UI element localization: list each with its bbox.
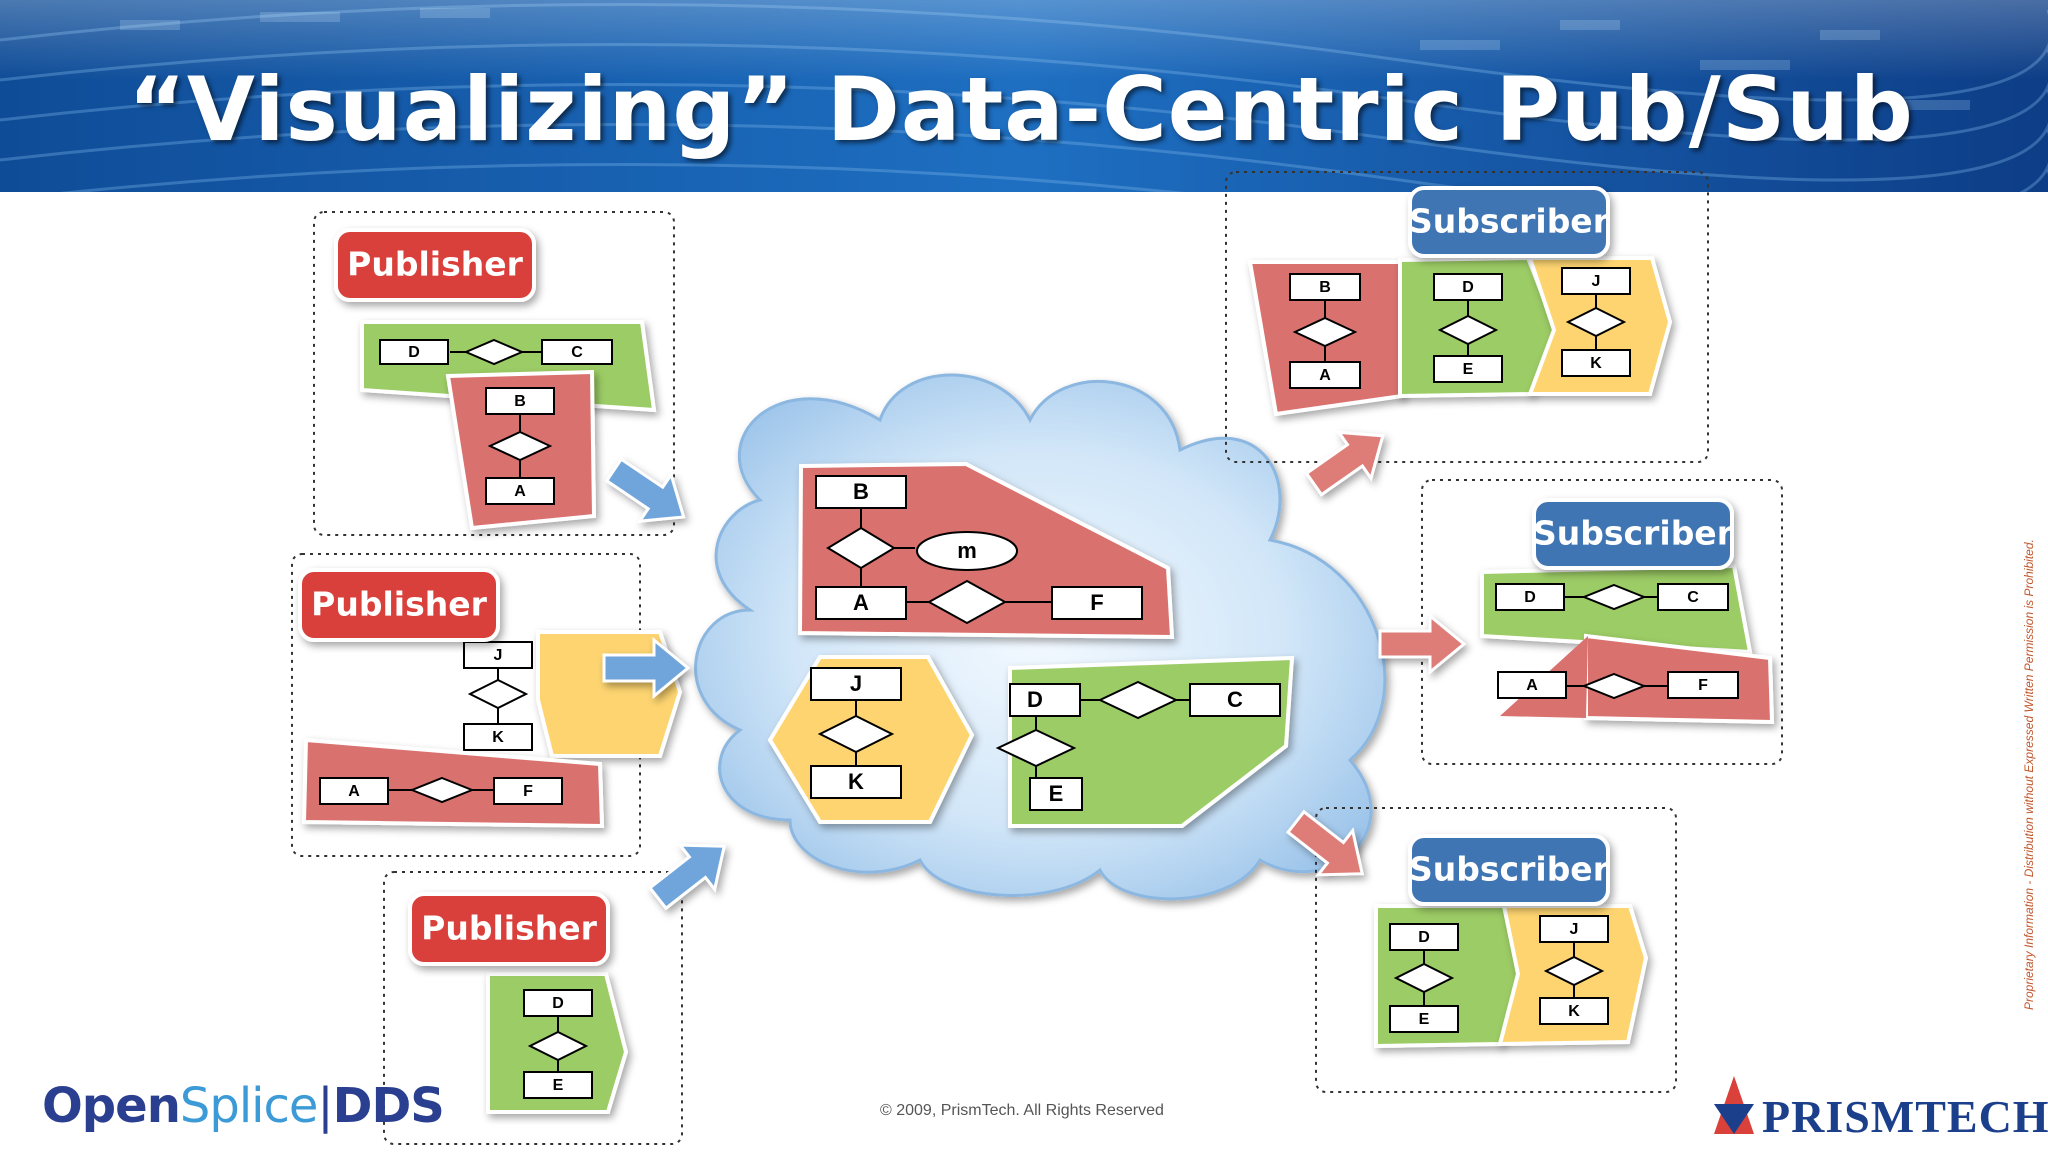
opensplice-dds-logo: OpenSplice|DDS <box>42 1078 445 1134</box>
logo-dds: DDS <box>332 1078 445 1134</box>
label-b: B <box>1319 279 1331 296</box>
label-k: K <box>848 769 864 794</box>
label-f: F <box>1698 677 1708 694</box>
logo-separator: | <box>317 1078 333 1134</box>
label-c: C <box>571 344 583 361</box>
label-d: D <box>1524 589 1536 606</box>
label-f: F <box>523 783 533 800</box>
label-d: D <box>552 995 564 1012</box>
arrow-publisher-3-to-cloud <box>639 822 743 922</box>
subscriber-3-group: D E J K Subscriber <box>1315 807 1677 1093</box>
label-j: J <box>1570 921 1579 938</box>
publisher-2-badge: Publisher <box>298 568 500 642</box>
label-c: C <box>1227 687 1243 712</box>
label-a: A <box>348 783 360 800</box>
subscriber-label: Subscriber <box>1409 850 1610 889</box>
publisher-3-group: D E Publisher <box>383 871 683 1145</box>
label-e: E <box>553 1077 564 1094</box>
prismtech-logo: PRISMTECH <box>1762 1091 2048 1142</box>
publisher-label: Publisher <box>347 245 523 284</box>
label-j: J <box>494 647 503 664</box>
cloud-topic-green: D C E <box>995 655 1295 828</box>
publisher-label: Publisher <box>311 585 487 624</box>
subscriber-1-badge: Subscriber <box>1408 186 1610 258</box>
subscriber-1-group: B A D E J K Subscriber <box>1225 171 1709 463</box>
header-banner: “Visualizing” Data-Centric Pub/Sub <box>0 0 2048 192</box>
slide-title: “Visualizing” Data-Centric Pub/Sub <box>128 58 1914 161</box>
label-b: B <box>853 479 869 504</box>
label-a: A <box>1319 367 1331 384</box>
label-d: D <box>1462 279 1474 296</box>
label-e: E <box>1049 781 1064 806</box>
arrow-cloud-to-subscriber-1 <box>1296 411 1401 509</box>
label-k: K <box>1568 1003 1580 1020</box>
cloud-topic-yellow: J K <box>767 655 975 824</box>
label-j: J <box>1592 273 1601 290</box>
publisher-1-badge: Publisher <box>334 228 536 302</box>
subscriber-3-badge: Subscriber <box>1408 834 1610 906</box>
subscriber-label: Subscriber <box>1533 514 1734 553</box>
publisher-label: Publisher <box>421 909 597 948</box>
label-a: A <box>514 483 526 500</box>
logo-splice: Splice <box>179 1078 319 1134</box>
publisher-1-group: D C B A Publisher <box>313 211 675 536</box>
label-d: D <box>1418 929 1430 946</box>
label-j: J <box>850 671 862 696</box>
prismtech-logo-icon <box>1714 1076 1754 1134</box>
label-c: C <box>1687 589 1699 606</box>
subscriber-2-badge: Subscriber <box>1532 498 1734 570</box>
label-e: E <box>1463 361 1474 378</box>
publisher-2-group: J K A F Publisher <box>291 553 683 857</box>
label-d: D <box>1027 687 1043 712</box>
label-b: B <box>514 393 526 410</box>
logo-open: Open <box>42 1078 181 1134</box>
proprietary-notice: Proprietary Information - Distribution w… <box>2022 539 2036 1010</box>
label-k: K <box>492 729 504 746</box>
label-k: K <box>1590 355 1602 372</box>
copyright-text: © 2009, PrismTech. All Rights Reserved <box>880 1102 1164 1119</box>
arrow-publisher-1-to-cloud <box>596 445 701 542</box>
cloud-topic-red: m B A F <box>797 461 1175 640</box>
label-d: D <box>408 344 420 361</box>
subscriber-2-group: D C A F Subscriber <box>1421 479 1783 765</box>
label-a: A <box>1526 677 1538 694</box>
label-e: E <box>1419 1011 1430 1028</box>
header-background <box>0 0 2048 192</box>
label-m: m <box>957 538 977 563</box>
subscriber-label: Subscriber <box>1409 202 1610 241</box>
label-a: A <box>853 590 869 615</box>
publisher-3-badge: Publisher <box>408 892 610 966</box>
label-f: F <box>1090 590 1103 615</box>
